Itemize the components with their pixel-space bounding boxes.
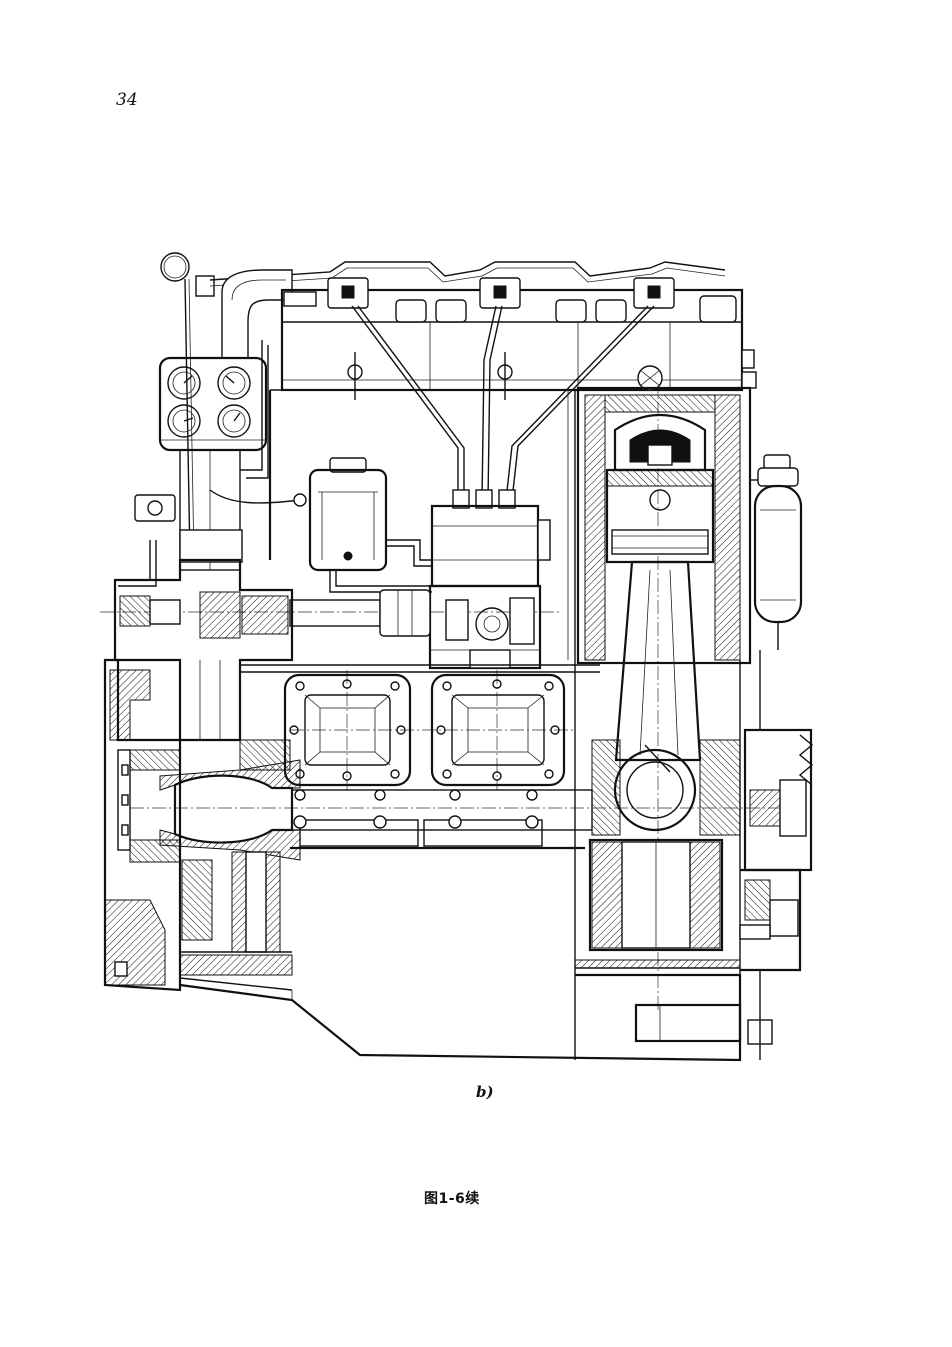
inspection-cover-left [283,673,412,787]
timing-gear-housing [113,558,294,742]
front-cover [739,868,802,1060]
inspection-cover-right [430,673,566,787]
cylinder-head [270,288,757,400]
gauge-dial [167,366,201,400]
fuel-filter [293,457,432,593]
fuel-injection-pump [428,489,551,670]
gauge-bracket [118,340,301,587]
high-pressure-fuel-lines [351,305,655,501]
pump-drive-coupling [289,589,431,637]
centerlines [100,380,800,1010]
instrument-gauge-panel [158,356,268,452]
figure-caption: 图1-6续 [424,1191,480,1207]
fuel-injectors [327,277,675,309]
crankshaft-pulley [743,728,814,872]
top-fuel-return-pipe [209,261,726,287]
gauge-dial [217,404,251,438]
gauge-dial [167,404,201,438]
gauge-dial [217,366,251,400]
page-number: 34 [116,90,138,110]
oil-filter [750,454,803,730]
dipstick [160,252,215,561]
camshaft-gear [179,851,293,976]
figure-sublabel: b) [476,1083,494,1101]
connecting-rod [613,560,702,832]
crank-counterweights [588,739,741,952]
cylinder-and-piston [576,386,752,665]
oil-sump [179,959,742,1062]
flywheel-housing [103,658,182,992]
starter-motor [634,1003,742,1043]
crankshaft [159,739,593,861]
breather-elbow-pipe [221,269,317,359]
